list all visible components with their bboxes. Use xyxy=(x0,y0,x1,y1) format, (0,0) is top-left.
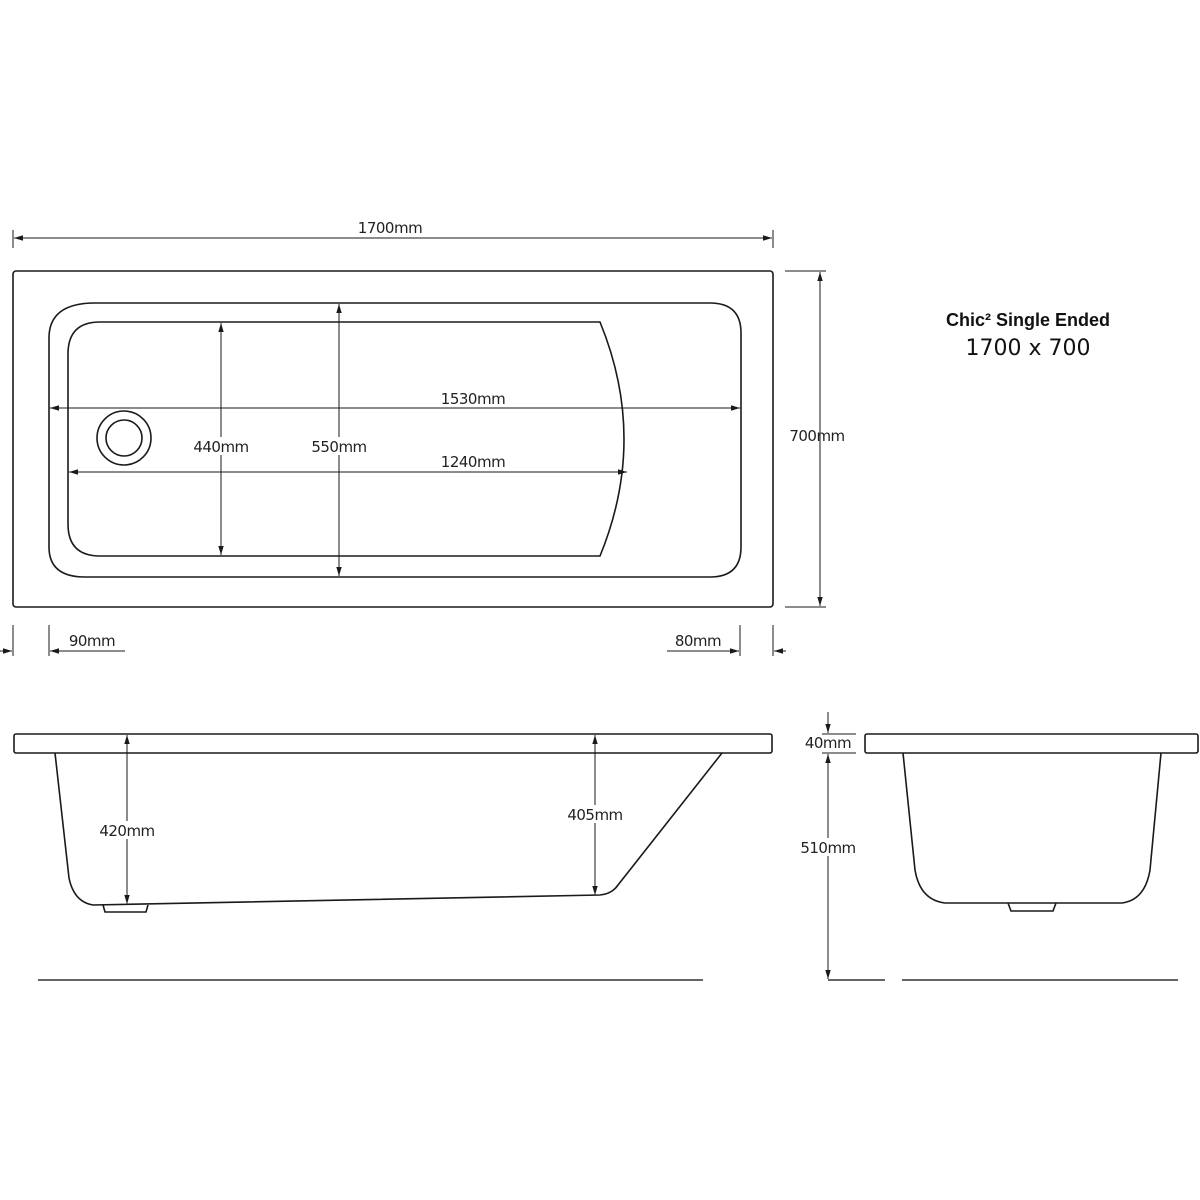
right-rim-label: 80mm xyxy=(675,632,721,650)
end-body-outline xyxy=(902,752,1162,904)
depth-405-label: 405mm xyxy=(567,806,622,824)
end-rim xyxy=(864,733,1199,754)
overall-height-label: 510mm xyxy=(800,839,855,857)
side-view: 420mm 405mm xyxy=(13,733,773,981)
inner-bath-outline xyxy=(48,302,742,578)
floor-length-label: 1240mm xyxy=(441,453,505,471)
waste-outlet-icon xyxy=(96,410,152,466)
inner-width-label: 550mm xyxy=(311,438,366,456)
overall-width-label: 700mm xyxy=(789,427,844,445)
product-title: Chic² Single Ended xyxy=(946,310,1110,330)
side-foot xyxy=(102,904,149,913)
left-rim-label: 90mm xyxy=(69,632,115,650)
side-body-outline xyxy=(54,752,723,906)
end-foot xyxy=(1007,902,1057,912)
end-view: 40mm 510mm xyxy=(797,712,1199,981)
bath-floor-outline xyxy=(67,321,625,557)
rim-thickness-label: 40mm xyxy=(805,734,851,752)
depth-420-label: 420mm xyxy=(99,822,154,840)
product-size: 1700 x 700 xyxy=(966,336,1091,361)
inner-length-label: 1530mm xyxy=(441,390,505,408)
overall-length-label: 1700mm xyxy=(358,219,422,237)
outer-rim-outline xyxy=(12,270,774,608)
top-view: 1700mm 700mm 1530mm 1240mm 440mm 550mm 9… xyxy=(0,219,845,656)
floor-width-label: 440mm xyxy=(193,438,248,456)
side-rim xyxy=(13,733,773,754)
